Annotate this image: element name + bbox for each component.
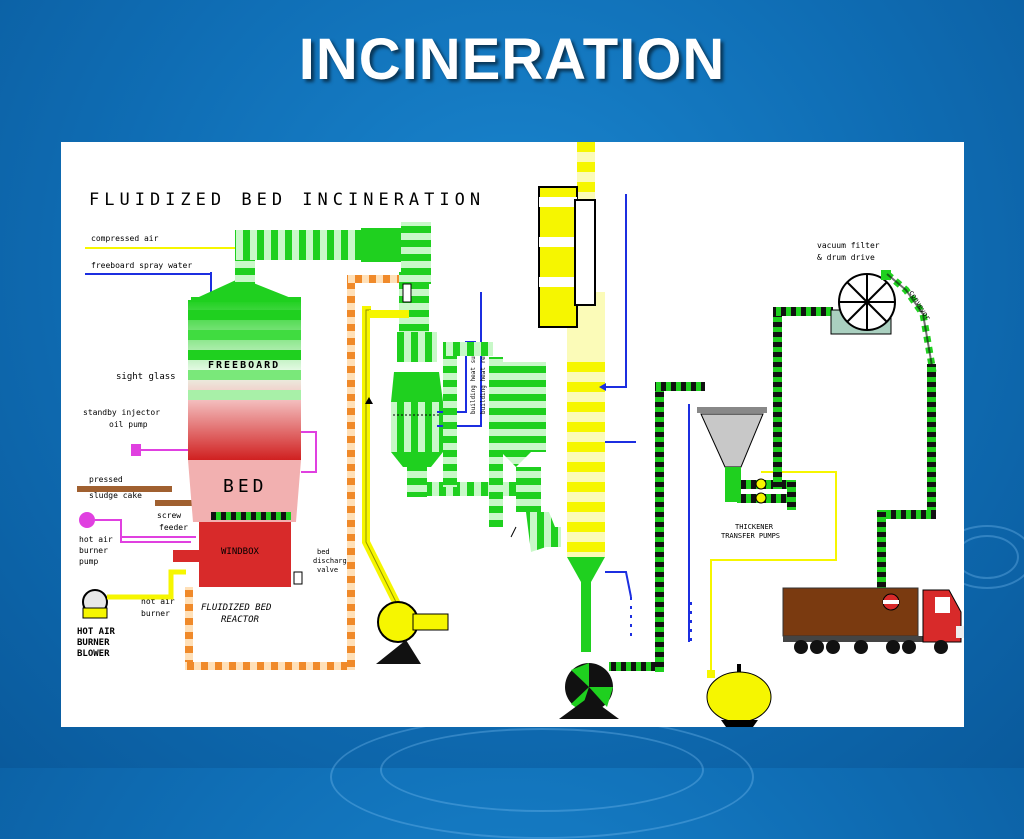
label-transfer-pumps: TRANSFER PUMPS: [721, 532, 780, 540]
heat-recovery-boiler: [538, 186, 578, 328]
label-freeboard-spray-water: freeboard spray water: [91, 261, 192, 270]
windbox: [199, 522, 291, 587]
reactor-top: [188, 280, 301, 302]
slide-title: INCINERATION: [298, 27, 726, 92]
label-screw: screw: [157, 511, 181, 520]
label-hot-air-blower-3: BLOWER: [77, 649, 110, 659]
sludge-line: [655, 382, 664, 672]
transfer-pump-icon: [755, 478, 767, 490]
storage-tank-icon: [706, 671, 772, 723]
label-standby-injector: standby injector: [83, 408, 160, 417]
screw-feeder-icon: [155, 500, 205, 506]
label-bed-discharge-3: valve: [317, 566, 338, 574]
diagram-panel: FLUIDIZED BED INCINERATION compressed ai…: [61, 142, 964, 727]
label-hot-air: hot air: [79, 535, 113, 544]
background-ripple: [380, 728, 704, 812]
label-pump: pump: [79, 557, 98, 566]
burner-pump-line: [95, 519, 191, 543]
label-oil-pump: oil pump: [109, 420, 148, 429]
blower-air-line: [107, 569, 186, 600]
label-pressed: pressed: [89, 475, 123, 484]
label-sight-glass: sight glass: [116, 372, 176, 382]
label-windbox: WINDBOX: [221, 547, 260, 557]
wet-scrubber: [567, 362, 605, 557]
label-reactor-1: FLUIDIZED BED: [201, 603, 271, 613]
cyclone: [501, 362, 546, 467]
ash-duct: [185, 662, 355, 670]
thickener: [700, 413, 764, 468]
label-hot-air-blower-1: HOT AIR: [77, 627, 116, 637]
label-hot-air-blower-2: BURNER: [77, 638, 110, 648]
incineration-diagram: FLUIDIZED BED INCINERATION compressed ai…: [77, 142, 964, 727]
truck-trailer: [782, 587, 919, 637]
label-compressed-air: compressed air: [91, 234, 159, 243]
label-vacuum-filter: vacuum filter: [817, 241, 880, 250]
label-burner: burner: [79, 546, 108, 555]
diagram-heading: FLUIDIZED BED INCINERATION: [89, 190, 485, 210]
oil-pump-icon: [131, 444, 141, 456]
spray-water-line: [85, 272, 212, 275]
label-bed: BED: [223, 476, 268, 497]
label-drum-drive: & drum drive: [817, 253, 875, 262]
label-conveyor: conveyor: [907, 289, 932, 322]
label-thickener: THICKENER: [735, 523, 774, 531]
label-reactor-2: REACTOR: [221, 615, 260, 625]
transfer-pump-icon: [755, 492, 767, 504]
label-building-heat-return: building heat return: [480, 341, 487, 414]
filtrate-line: [710, 471, 837, 677]
ash-riser: [347, 282, 355, 670]
label-bed-discharge-1: bed: [317, 548, 330, 556]
heat-exchanger: [391, 402, 443, 452]
preheat-air-line: [362, 306, 410, 624]
label-hot-air-2: hot air: [141, 597, 175, 606]
label-freeboard: FREEBOARD: [208, 360, 280, 371]
label-building-heat-supply: building heat supply: [470, 341, 477, 414]
label-burner-2: burner: [141, 609, 170, 618]
bed-discharge-valve-icon: [293, 571, 303, 585]
hot-air-burner-pump-icon: [79, 512, 95, 528]
combustion-air-fan-icon: [377, 601, 419, 643]
label-bed-discharge-2: discharge: [313, 557, 351, 565]
label-sludge-cake: sludge cake: [89, 491, 142, 500]
bed-section: [188, 460, 301, 522]
label-feeder: feeder: [159, 523, 188, 532]
freeboard-stripes: [188, 310, 301, 400]
cake-conveyor: [884, 271, 937, 373]
sludge-conveyor: [77, 486, 172, 492]
hot-air-burner-icon: [173, 550, 206, 562]
